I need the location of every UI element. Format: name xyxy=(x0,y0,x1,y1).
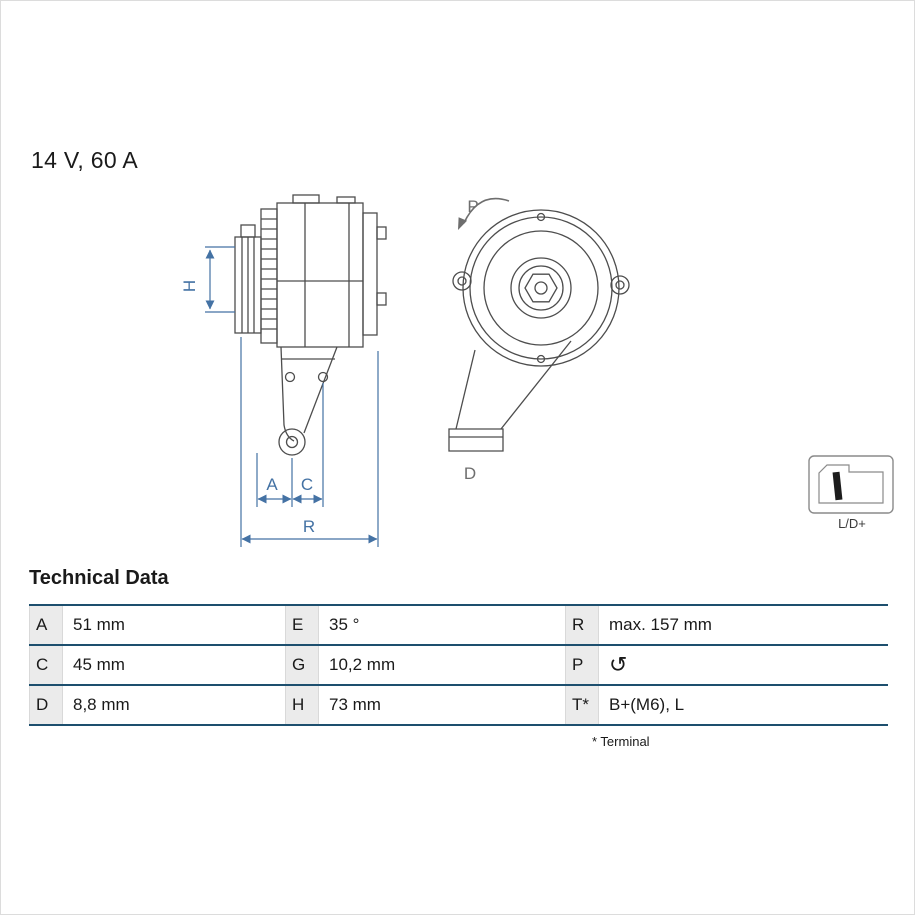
tech-value-d: 8,8 mm xyxy=(73,695,130,714)
tech-value-p: ↺ xyxy=(599,646,888,684)
view-label-d: D xyxy=(464,464,476,483)
rotation-arrow xyxy=(458,197,510,230)
tech-key-h: H xyxy=(285,686,319,724)
bracket-foot xyxy=(448,340,572,452)
connector-label: L/D+ xyxy=(838,516,866,531)
tech-value-a: 51 mm xyxy=(73,615,125,634)
table-row: D 8,8 mm H 73 mm T* B+(M6), L xyxy=(29,684,888,726)
alternator-front-view xyxy=(448,209,630,452)
shaft-nut xyxy=(524,273,558,303)
rotation-label: P xyxy=(467,197,478,216)
pulley xyxy=(234,224,262,334)
connector-icon xyxy=(808,455,894,514)
terminal-footnote: * Terminal xyxy=(592,734,650,749)
rotation-direction-icon: ↺ xyxy=(609,652,628,677)
housing xyxy=(276,194,387,348)
tech-key-e: E xyxy=(285,606,319,644)
tech-value-e: 35 ° xyxy=(329,615,360,634)
alternator-technical-drawing: P D H A C R L/D+ xyxy=(180,194,894,547)
technical-data-section: Technical Data A 51 mm E 35 ° R max. 157… xyxy=(29,567,888,749)
tech-key-g: G xyxy=(285,646,319,684)
tech-key-p: P xyxy=(565,646,599,684)
dim-label-r: R xyxy=(303,517,315,536)
alternator-side-view xyxy=(234,194,387,456)
mounting-arm xyxy=(278,346,338,456)
connector-pin xyxy=(832,471,843,501)
dim-label-h: H xyxy=(180,280,199,292)
dim-label-a: A xyxy=(266,475,278,494)
tech-key-a: A xyxy=(29,606,63,644)
tech-key-d: D xyxy=(29,686,63,724)
technical-data-title: Technical Data xyxy=(29,567,169,589)
tech-key-t: T* xyxy=(565,686,599,724)
tech-value-t: B+(M6), L xyxy=(609,695,685,714)
tech-value-h: 73 mm xyxy=(329,695,381,714)
tech-value-g: 10,2 mm xyxy=(329,655,396,674)
table-row: A 51 mm E 35 ° R max. 157 mm xyxy=(29,604,888,644)
tech-key-c: C xyxy=(29,646,63,684)
tech-value-c: 45 mm xyxy=(73,655,125,674)
tech-value-r: max. 157 mm xyxy=(609,615,712,634)
dimension-labels: H A C R xyxy=(180,280,315,536)
technical-data-table: A 51 mm E 35 ° R max. 157 mm C 45 mm G 1… xyxy=(29,604,888,726)
tech-key-r: R xyxy=(565,606,599,644)
drive-end-fins xyxy=(260,208,278,344)
table-row: C 45 mm G 10,2 mm P ↺ xyxy=(29,644,888,684)
dim-label-c: C xyxy=(301,475,313,494)
rating-label: 14 V, 60 A xyxy=(31,147,139,173)
dimension-lines xyxy=(205,246,379,547)
